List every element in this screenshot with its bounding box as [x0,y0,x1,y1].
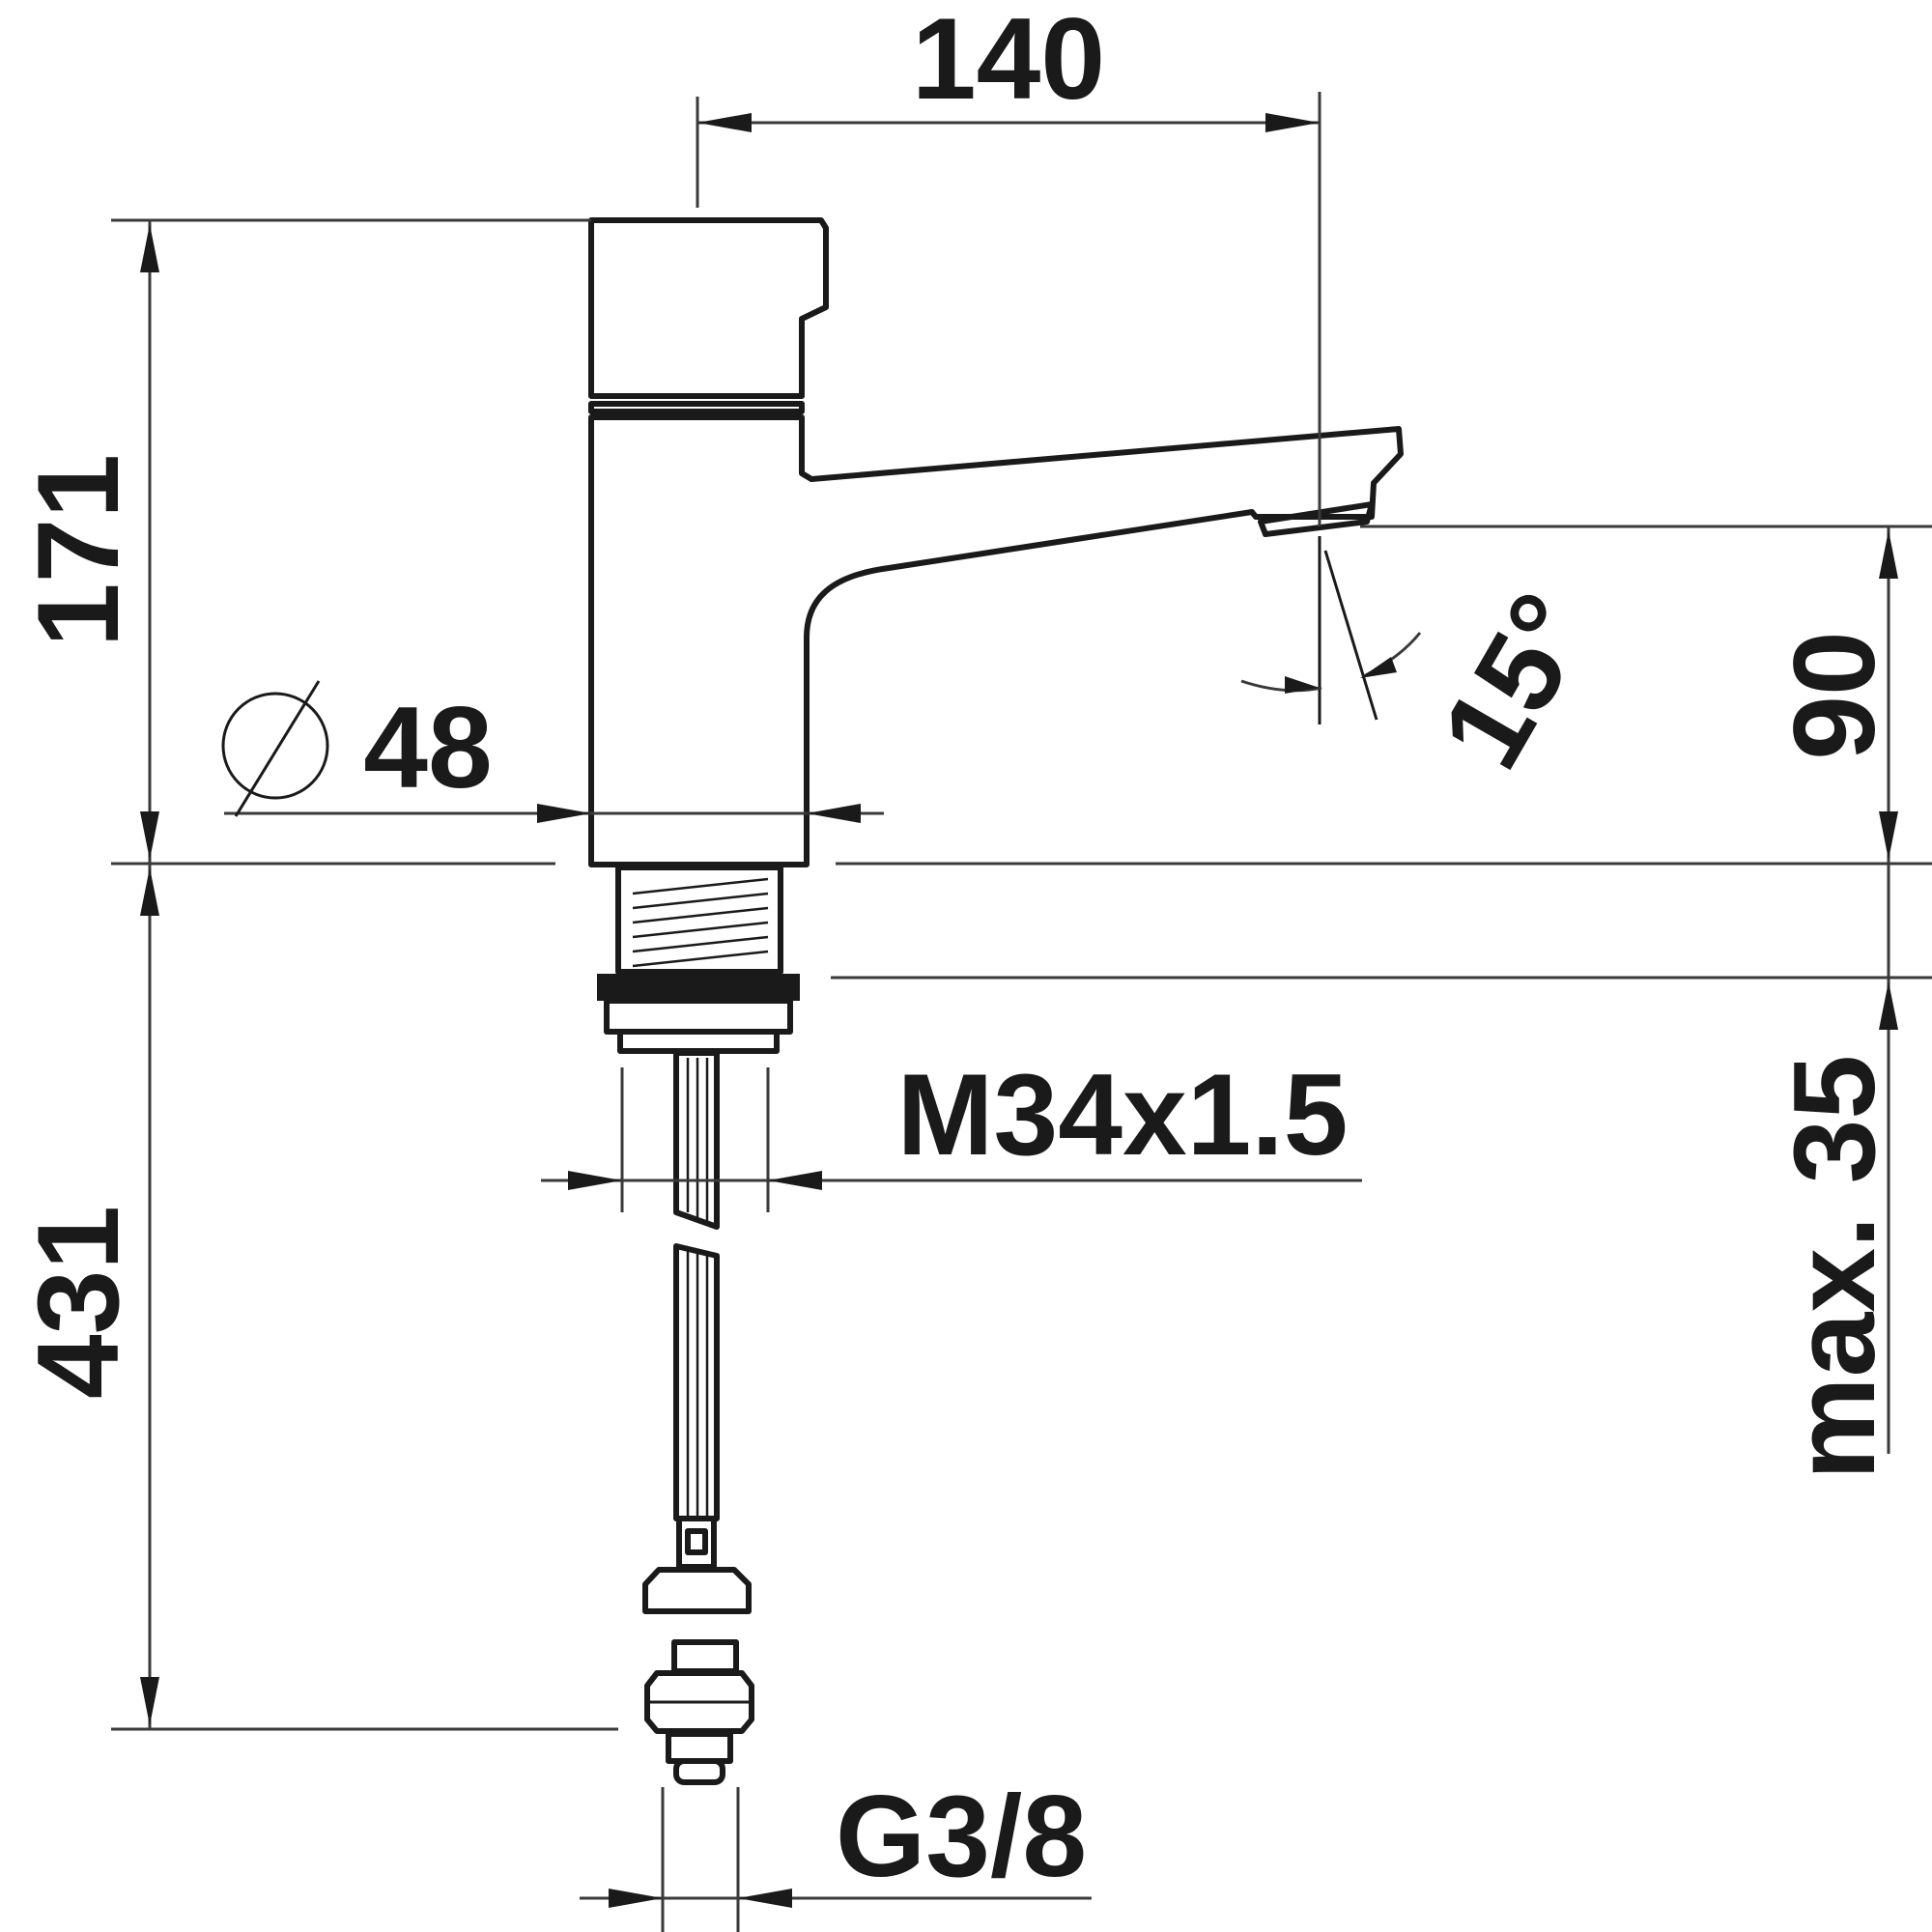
faucet-body [588,217,1404,867]
label-171: 171 [14,454,143,647]
dimension-431: 431 [14,864,159,1729]
dimension-15-degree: 15° [1240,536,1616,789]
connection-fittings [642,1516,754,1785]
label-140: 140 [912,0,1105,124]
threaded-shank [597,865,800,1054]
dimension-48: 48 [221,680,884,823]
label-90: 90 [1770,631,1899,759]
diameter-symbol-icon [221,680,329,817]
label-48: 48 [363,683,492,812]
dimension-90: 90 [1770,526,1899,864]
label-m34x1-5: M34x1.5 [897,1050,1349,1179]
dimension-140: 140 [697,0,1320,132]
dimension-171: 171 [14,220,159,864]
label-g3-8: G3/8 [836,1772,1087,1901]
flexible-hose [673,1050,720,1521]
dimension-g3-8: G3/8 [580,1772,1092,1932]
dimension-max-35: max. 35 [1770,864,1899,1480]
label-max-35: max. 35 [1770,1055,1899,1480]
reference-lines [111,92,1932,1731]
dimension-m34x1-5: M34x1.5 [541,1050,1362,1212]
label-431: 431 [14,1206,143,1399]
label-15-degree: 15° [1416,572,1616,788]
